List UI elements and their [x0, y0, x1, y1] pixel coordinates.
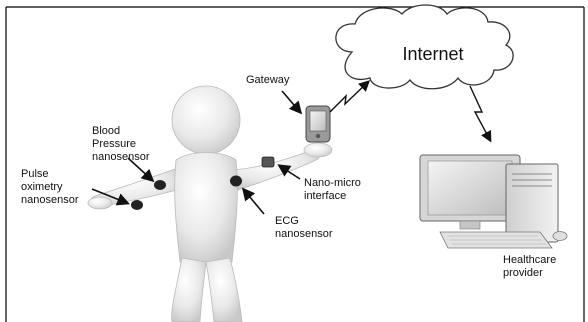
ecg-label: ECG nanosensor: [275, 215, 333, 240]
internet-cloud-icon: [335, 4, 514, 90]
blood-pressure-arrow: [127, 157, 155, 183]
blood-pressure-sensor-icon: [154, 180, 166, 190]
nano-micro-arrow: [277, 164, 301, 180]
pulse-oximetry-label: Pulse oximetry nanosensor: [21, 168, 79, 206]
computer-icon: [419, 154, 568, 249]
frame-border: [5, 6, 585, 322]
wireless-link-internet-provider: [469, 85, 492, 143]
nano-micro-interface-icon: [261, 156, 275, 168]
healthcare-label: Healthcare provider: [503, 254, 557, 279]
ecg-sensor-icon: [230, 175, 242, 187]
pulse-oximetry-arrow: [91, 188, 130, 206]
internet-label: Internet: [402, 44, 463, 64]
ecg-arrow: [241, 187, 265, 215]
gateway-device-icon: [305, 105, 331, 143]
wireless-link-gateway-internet: [329, 80, 371, 113]
human-figure: [87, 85, 333, 322]
gateway-label: Gateway: [246, 74, 290, 86]
pointer-arrows: [91, 90, 303, 215]
gateway-arrow: [281, 90, 303, 115]
pulse-oximetry-sensor-icon: [131, 200, 143, 210]
nano-micro-label: Nano-micro interface: [304, 177, 361, 202]
blood-pressure-label: Blood Pressure nanosensor: [92, 125, 150, 163]
